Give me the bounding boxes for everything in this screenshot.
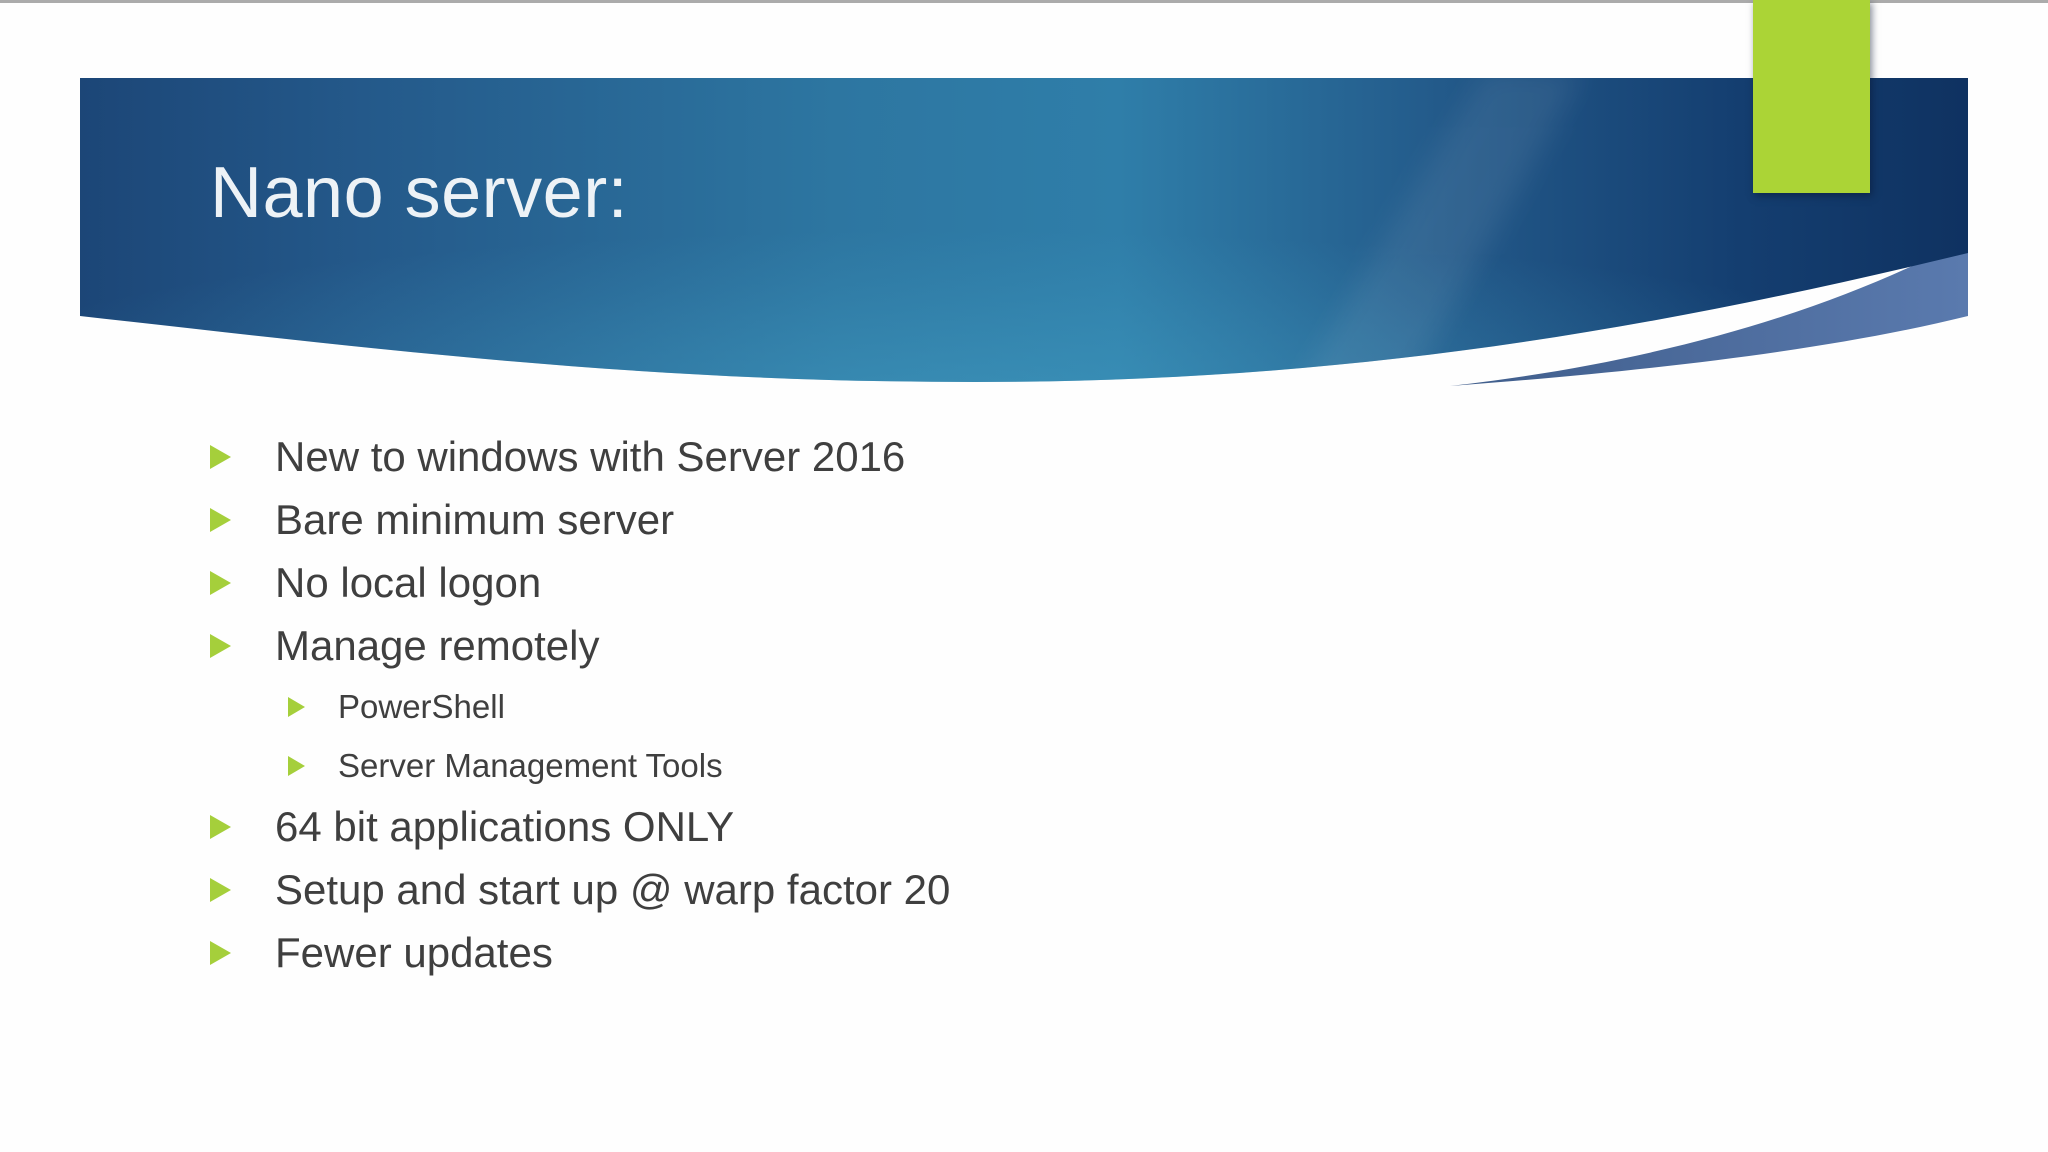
bullet-triangle-icon: [210, 877, 234, 902]
sub-bullet-item: Server Management Tools: [205, 736, 1605, 795]
bullet-item: Setup and start up @ warp factor 20: [205, 858, 1605, 921]
title-banner-graphic: [80, 78, 1968, 386]
bullet-item: Fewer updates: [205, 921, 1605, 984]
bullet-item: Bare minimum server: [205, 488, 1605, 551]
bullet-item: New to windows with Server 2016: [205, 425, 1605, 488]
bullet-text: Server Management Tools: [338, 746, 723, 784]
bullet-triangle-icon: [210, 570, 234, 595]
bullet-item: Manage remotely: [205, 614, 1605, 677]
bullet-triangle-icon: [210, 633, 234, 658]
bullet-text: Manage remotely: [275, 621, 600, 669]
bullet-text: Bare minimum server: [275, 495, 675, 543]
bullet-triangle-icon: [288, 696, 308, 717]
bullet-triangle-icon: [210, 444, 234, 469]
banner-underlay-wedge: [1450, 238, 1968, 386]
bullet-list: New to windows with Server 2016 Bare min…: [205, 425, 1605, 984]
bullet-text: New to windows with Server 2016: [275, 432, 906, 480]
bullet-text: Fewer updates: [275, 928, 553, 976]
bullet-triangle-icon: [210, 940, 234, 965]
slide-title: Nano server:: [210, 153, 629, 233]
bullet-text: PowerShell: [338, 687, 505, 725]
bullet-triangle-icon: [288, 755, 308, 776]
bullet-text: 64 bit applications ONLY: [275, 802, 735, 850]
bullet-text: No local logon: [275, 558, 542, 606]
green-accent-bar: [1753, 0, 1870, 193]
bullet-item: 64 bit applications ONLY: [205, 795, 1605, 858]
bullet-triangle-icon: [210, 814, 234, 839]
bullet-triangle-icon: [210, 507, 234, 532]
bullet-text: Setup and start up @ warp factor 20: [275, 865, 951, 913]
top-border-line: [0, 0, 2048, 3]
sub-bullet-item: PowerShell: [205, 677, 1605, 736]
bullet-item: No local logon: [205, 551, 1605, 614]
